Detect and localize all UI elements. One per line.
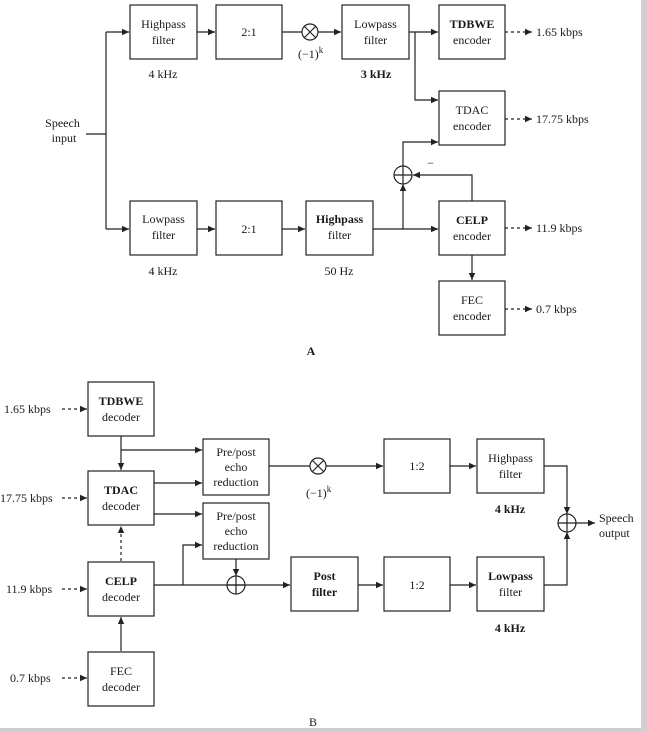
- decoder-panel: 1.65 kbps 17.75 kbps 11.9 kbps 0.7 kbps …: [0, 381, 637, 729]
- highpass-filter-bottom-freq-label: 50 Hz: [325, 264, 354, 278]
- svg-text:2:1: 2:1: [241, 222, 256, 236]
- svg-text:1:2: 1:2: [409, 459, 424, 473]
- multiplier-icon: [301, 23, 319, 41]
- tdbwe-rate-label: 1.65 kbps: [536, 25, 583, 39]
- panel-b-label: B: [309, 715, 317, 729]
- fec-rate-in-label: 0.7 kbps: [10, 671, 51, 685]
- downsample-block-top: 2:1: [215, 4, 283, 60]
- panel-a-label: A: [307, 344, 316, 358]
- upsample-block-bottom: 1:2: [383, 556, 451, 612]
- fec-rate-label: 0.7 kbps: [536, 302, 577, 316]
- upsample-block-top: 1:2: [383, 438, 451, 494]
- summing-junction-decoder-icon: [226, 575, 246, 595]
- speech-input-label: Speech input: [45, 116, 83, 145]
- multiplier-decoder-icon: [309, 457, 327, 475]
- speech-output-label: Speech output: [599, 511, 637, 540]
- bottom-edge-shadow: [0, 728, 647, 732]
- svg-text:2:1: 2:1: [241, 25, 256, 39]
- celp-rate-label: 11.9 kbps: [536, 221, 583, 235]
- tdbwe-rate-in-label: 1.65 kbps: [4, 402, 51, 416]
- lowpass-filter-bottom-freq-label: 4 kHz: [149, 264, 178, 278]
- modulator-decoder-label: (−1)k: [306, 484, 332, 500]
- svg-text:1:2: 1:2: [409, 578, 424, 592]
- celp-rate-in-label: 11.9 kbps: [6, 582, 53, 596]
- lowpass-filter-freq-label: 3 kHz: [361, 67, 392, 81]
- downsample-block-bottom: 2:1: [215, 200, 283, 256]
- right-edge-shadow: [641, 0, 647, 732]
- summing-junction-icon: [393, 165, 413, 185]
- highpass-filter-freq-label: 4 kHz: [149, 67, 178, 81]
- output-summing-junction-icon: [557, 513, 577, 533]
- highpass-decoder-freq-label: 4 kHz: [495, 502, 526, 516]
- minus-sign: −: [427, 156, 434, 170]
- modulator-label: (−1)k: [298, 45, 324, 61]
- lowpass-decoder-freq-label: 4 kHz: [495, 621, 526, 635]
- tdac-rate-in-label: 17.75 kbps: [0, 491, 53, 505]
- tdac-rate-label: 17.75 kbps: [536, 112, 589, 126]
